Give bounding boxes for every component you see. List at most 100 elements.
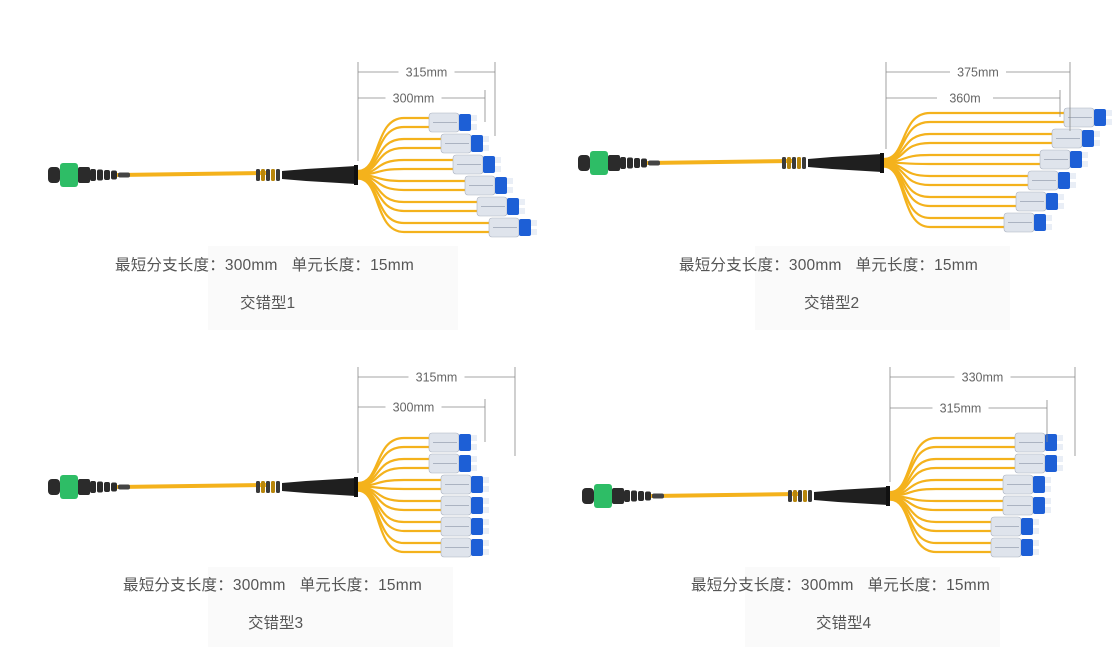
lc-duplex-connector-icon [428, 432, 477, 453]
fiber-branch [357, 116, 429, 173]
dimension-lines: 330mm 315mm [889, 367, 1076, 482]
panel-title: 交错型4 [816, 615, 872, 632]
lc-duplex-connector-icon [488, 217, 537, 238]
dimension-longest-label: 375mm [957, 66, 999, 80]
fiber-branch [357, 125, 429, 173]
breakout-boot-icon [256, 477, 358, 497]
lc-duplex-connector-icon [1039, 149, 1088, 170]
dimension-shortest-label: 360m [949, 92, 980, 106]
fiber-branch [357, 489, 441, 554]
fiber-branch [357, 167, 453, 176]
panel-title: 交错型1 [240, 295, 296, 312]
cable-drawing: 330mm 315mm [582, 367, 1076, 558]
dimension-longest-label: 315mm [416, 371, 458, 385]
breakout-fibers [357, 436, 441, 554]
lc-duplex-connector-icon [1051, 128, 1100, 149]
lc-connectors [990, 432, 1063, 558]
trunk-fiber [116, 483, 268, 489]
lc-duplex-connector-icon [452, 154, 501, 175]
caption-background [208, 246, 458, 330]
cable-drawing: 315mm 300mm [48, 62, 537, 238]
min-branch-length-label: 最短分支长度： [691, 577, 801, 594]
lc-duplex-connector-icon [428, 453, 477, 474]
dimension-shortest-label: 300mm [393, 92, 435, 106]
lc-connectors [428, 112, 537, 238]
lc-duplex-connector-icon [1015, 191, 1064, 212]
min-branch-length-value: 300mm [232, 577, 286, 594]
lc-duplex-connector-icon [1027, 170, 1076, 191]
breakout-fibers [357, 116, 489, 234]
mpo-connector-icon [582, 484, 664, 508]
fiber-branch [883, 161, 1040, 166]
fiber-branch [889, 498, 991, 554]
fiber-branch [889, 487, 1003, 497]
breakout-boot-icon [256, 165, 358, 185]
panel-title: 交错型3 [248, 615, 304, 632]
min-branch-length-value: 300mm [224, 257, 278, 274]
dimension-lines: 375mm 360m [885, 62, 1071, 149]
min-branch-length-label: 最短分支长度： [115, 257, 225, 274]
dimension-lines: 315mm 300mm [357, 367, 516, 473]
lc-duplex-connector-icon [476, 196, 525, 217]
lc-duplex-connector-icon [1014, 432, 1063, 453]
lc-duplex-connector-icon [1063, 107, 1112, 128]
trunk-fiber [650, 492, 800, 498]
caption-background [208, 567, 453, 647]
min-branch-length-label: 最短分支长度： [123, 577, 233, 594]
dimension-shortest-label: 300mm [393, 401, 435, 415]
lc-duplex-connector-icon [440, 474, 489, 495]
mpo-connector-icon [48, 475, 130, 499]
min-branch-length-value: 300mm [788, 257, 842, 274]
fiber-branch [883, 111, 1064, 161]
fiber-branch [883, 120, 1064, 161]
dimension-longest-label: 315mm [406, 66, 448, 80]
trunk-fiber [116, 171, 268, 177]
fiber-branch [357, 445, 429, 485]
lc-duplex-connector-icon [428, 112, 477, 133]
breakout-fibers [883, 111, 1064, 229]
dimension-longest-label: 330mm [962, 371, 1004, 385]
lc-duplex-connector-icon [1002, 474, 1051, 495]
fiber-branch [883, 153, 1040, 163]
mpo-connector-icon [48, 163, 130, 187]
lc-duplex-connector-icon [1014, 453, 1063, 474]
unit-length-label: 单元长度： [299, 577, 379, 594]
fiber-branch [357, 177, 489, 234]
unit-length-value: 15mm [370, 257, 414, 274]
lc-duplex-connector-icon [990, 516, 1039, 537]
cable-drawing: 315mm 300mm [48, 367, 516, 558]
unit-length-value: 15mm [934, 257, 978, 274]
lc-duplex-connector-icon [440, 495, 489, 516]
fiber-branch [357, 137, 441, 174]
fiber-branch [883, 165, 1004, 229]
unit-length-label: 单元长度： [855, 257, 935, 274]
spec-line: 最短分支长度：300mm 单元长度：15mm [679, 253, 978, 275]
fiber-branch [889, 445, 1015, 494]
dimension-lines: 315mm 300mm [357, 62, 496, 161]
dimension-shortest-label: 315mm [940, 402, 982, 416]
lc-duplex-connector-icon [1002, 495, 1051, 516]
lc-duplex-connector-icon [440, 133, 489, 154]
lc-duplex-connector-icon [1003, 212, 1052, 233]
min-branch-length-label: 最短分支长度： [679, 257, 789, 274]
fiber-branch [357, 487, 441, 524]
caption-background [755, 246, 1010, 330]
lc-duplex-connector-icon [990, 537, 1039, 558]
lc-duplex-connector-icon [464, 175, 513, 196]
lc-connectors [428, 432, 489, 558]
fiber-branch [883, 141, 1052, 163]
trunk-fiber [646, 159, 794, 165]
caption-background [745, 567, 1000, 647]
breakout-boot-icon [782, 153, 884, 173]
min-branch-length-value: 300mm [800, 577, 854, 594]
fiber-branch [883, 162, 1028, 178]
breakout-boot-icon [788, 486, 890, 506]
